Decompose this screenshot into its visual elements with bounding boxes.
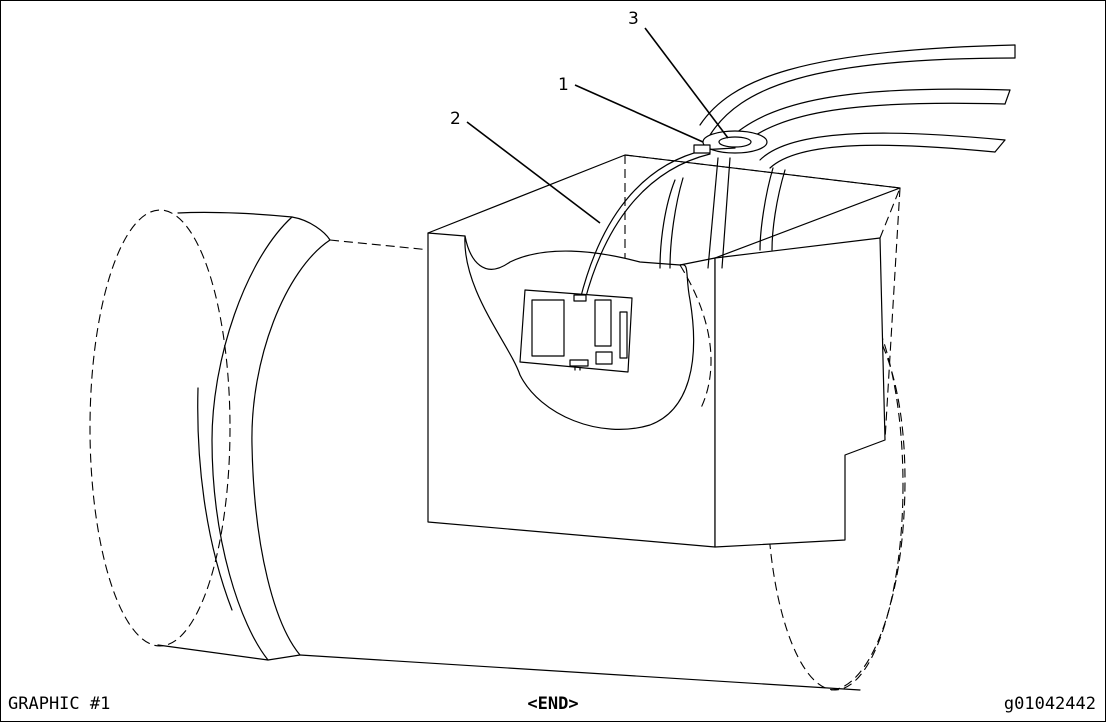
sensor-housing <box>427 154 901 548</box>
callout-1-label: 1 <box>558 75 569 95</box>
flange-ring <box>157 211 293 661</box>
ribbon-cables <box>659 44 1016 269</box>
callout-3-leader <box>644 27 729 139</box>
board-chip-left <box>531 299 565 357</box>
cylinder-right-rim <box>799 281 906 691</box>
flange-band <box>197 387 233 611</box>
cylinder-left-end <box>89 209 231 647</box>
callout-2-leader <box>466 121 601 224</box>
board-pin-header <box>619 311 628 359</box>
graphic-label: GRAPHIC #1 <box>8 694 111 714</box>
housing-top-front <box>427 154 901 259</box>
callout-1-leader <box>574 84 704 143</box>
circuit-board <box>519 289 633 373</box>
callout-2-label: 2 <box>450 109 461 129</box>
housing-top-back <box>624 154 901 239</box>
graphic-id: g01042442 <box>1003 694 1096 714</box>
end-marker: <END> <box>527 694 579 714</box>
harness-connector <box>693 144 711 154</box>
board-chip-small <box>595 351 613 365</box>
board-chip-right <box>594 299 612 347</box>
housing-front-face <box>427 232 716 548</box>
housing-right-face <box>714 237 886 548</box>
cylinder-tube <box>89 209 906 691</box>
cylinder-top-edge <box>329 239 431 251</box>
housing-cutout-hidden <box>679 264 712 411</box>
flange-ring-inner <box>251 216 331 661</box>
callout-3-label: 3 <box>628 9 639 29</box>
housing-back-right <box>884 187 901 441</box>
board-connector-bottom <box>569 359 589 367</box>
board-connector-top <box>573 294 587 302</box>
cylinder-bottom-edge <box>299 654 861 691</box>
housing-cutout <box>464 235 695 430</box>
